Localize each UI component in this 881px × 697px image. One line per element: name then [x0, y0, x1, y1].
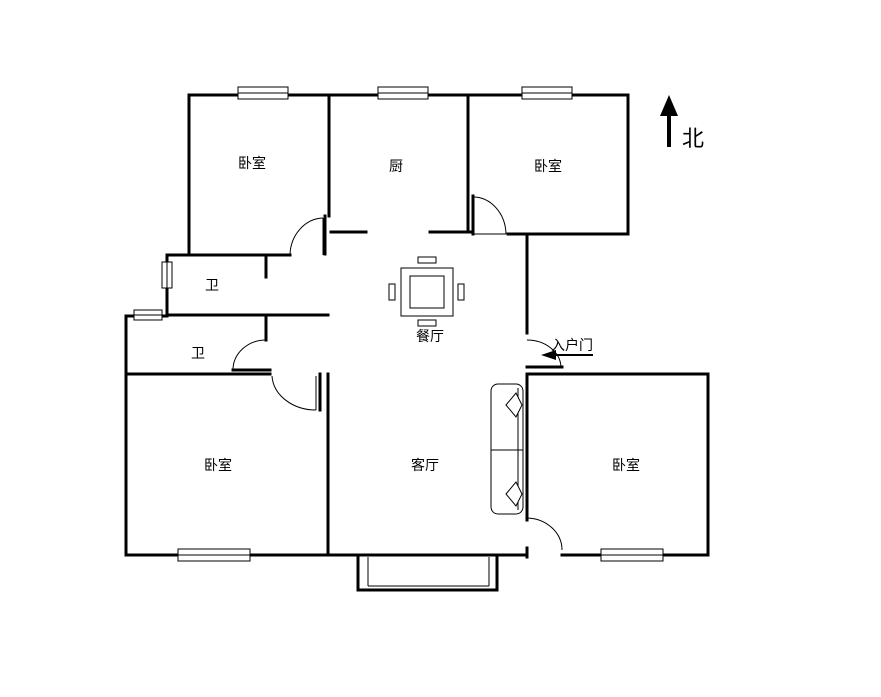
living-label: 客厅: [411, 457, 439, 474]
entrance-label: 入户门: [551, 337, 593, 354]
entrance-arrow-icon: [541, 350, 593, 360]
dining-table-set: [388, 256, 465, 327]
bath-upper-label: 卫: [205, 278, 219, 294]
dining-label: 餐厅: [416, 329, 444, 345]
doors: [232, 196, 563, 551]
bedroom-nw-label: 卧室: [238, 155, 266, 172]
north-arrow-icon: [660, 95, 678, 147]
walls: [124, 93, 710, 592]
sofa: [490, 383, 524, 515]
north-label: 北: [682, 127, 704, 152]
bath-lower-label: 卫: [191, 346, 205, 362]
kitchen-label: 厨: [389, 159, 403, 175]
bedroom-sw-label: 卧室: [204, 457, 232, 474]
bedroom-ne-label: 卧室: [534, 158, 562, 175]
windows: [133, 86, 664, 562]
bedroom-se-label: 卧室: [612, 457, 640, 474]
